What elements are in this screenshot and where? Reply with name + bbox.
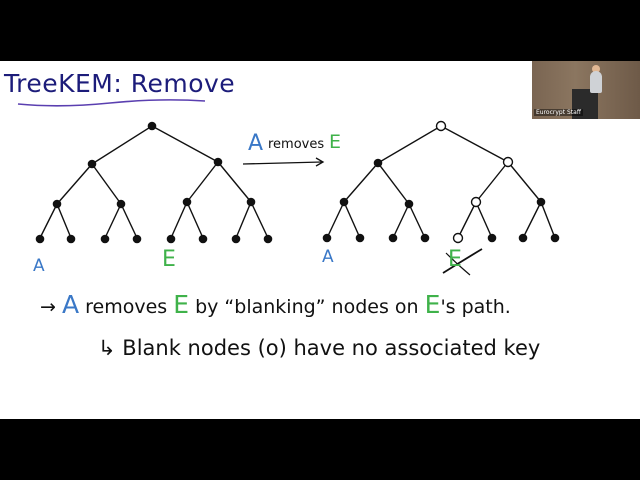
note-line-2: ↳ Blank nodes (o) have no associated key (98, 338, 540, 359)
tree-node (87, 159, 97, 169)
tree-leaf (550, 233, 560, 243)
caption-e: E (329, 131, 342, 153)
tree-node (147, 121, 157, 131)
label-e-left: E (162, 247, 176, 272)
caption-a: A (248, 131, 264, 156)
tree-node (182, 197, 192, 207)
tree-node (339, 197, 349, 207)
tree-node (536, 197, 546, 207)
tree-node (213, 157, 223, 167)
hook-arrow-icon: ↳ (98, 336, 116, 360)
note-e: E (173, 290, 190, 319)
speaker-head (592, 65, 600, 73)
label-a-left: A (33, 256, 45, 276)
tree-node (404, 199, 414, 209)
note-removes: removes (85, 296, 168, 318)
tree-leaf (420, 233, 430, 243)
blank-node (502, 156, 514, 168)
caption-removes: removes (268, 137, 325, 152)
title-text: TreeKEM: Remove (4, 69, 236, 98)
blank-node (470, 196, 482, 208)
title-underline (17, 99, 206, 107)
blank-node (435, 120, 447, 132)
tree-node (246, 197, 256, 207)
note-blanking: by “blanking” nodes on (195, 296, 419, 318)
slide-title: TreeKEM: Remove (4, 69, 235, 98)
tree-leaf (231, 234, 241, 244)
speaker-video-thumbnail[interactable]: Eurocrypt Staff (532, 61, 640, 119)
blank-node (452, 232, 464, 244)
tree-leaf (66, 234, 76, 244)
podium (572, 89, 598, 119)
tree-node (52, 199, 62, 209)
tree-leaf (263, 234, 273, 244)
tree-leaf (198, 234, 208, 244)
speaker-figure (590, 71, 602, 93)
tree-leaf (388, 233, 398, 243)
note-path: 's path. (440, 296, 511, 318)
tree-leaf (35, 234, 45, 244)
tree-leaf (355, 233, 365, 243)
tree-leaf (166, 234, 176, 244)
left-tree (35, 121, 273, 244)
tree-leaf (100, 234, 110, 244)
transition-arrow-head (315, 157, 325, 167)
transition-arrow-line (242, 161, 323, 165)
arrow-icon: → (40, 296, 56, 318)
video-label: Eurocrypt Staff (534, 109, 583, 116)
right-tree (322, 120, 560, 244)
strike-mark (442, 248, 483, 274)
tree-leaf (518, 233, 528, 243)
note-a: A (61, 290, 80, 319)
tree-leaf (132, 234, 142, 244)
tree-node (373, 158, 383, 168)
note-line-1: → A removes E by “blanking” nodes on E's… (40, 292, 511, 317)
whiteboard-slide: TreeKEM: Remove (0, 61, 640, 419)
label-a-right: A (322, 247, 334, 267)
tree-node (116, 199, 126, 209)
strike-mark (445, 252, 471, 276)
tree-leaf (322, 233, 332, 243)
note-blank-nodes: Blank nodes (o) have no associated key (122, 336, 541, 360)
tree-leaf (487, 233, 497, 243)
note-e2: E (424, 290, 441, 319)
tree-diagrams (17, 99, 560, 276)
label-e-right: E (448, 247, 462, 272)
